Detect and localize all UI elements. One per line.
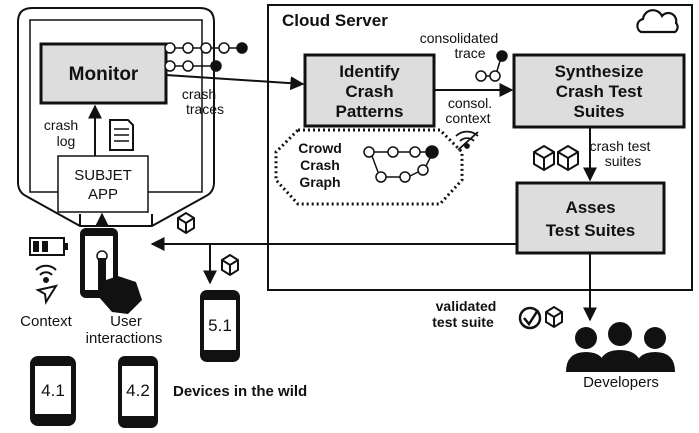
- validated-line2: test suite: [432, 314, 494, 330]
- identify-line3: Patterns: [335, 102, 403, 121]
- subject-app-line2: APP: [88, 186, 118, 203]
- package-icon: [177, 211, 239, 277]
- crash-traces-line2: traces: [186, 101, 224, 117]
- consol-context-line2: context: [445, 110, 490, 126]
- document-icon: [109, 119, 134, 151]
- subject-app-box: SUBJET APP: [57, 155, 149, 213]
- subject-app-line1: SUBJET: [74, 167, 132, 184]
- device-5-1-label: 5.1: [208, 316, 232, 335]
- check-circle-icon: [518, 306, 542, 330]
- trace-graph-monitor: [164, 42, 248, 72]
- device-4-1-label: 4.1: [41, 381, 65, 400]
- consolidated-trace-graph: [475, 50, 508, 82]
- monitor-box: Monitor: [39, 42, 168, 105]
- crash-log-line2: log: [57, 133, 76, 149]
- identify-box: Identify Crash Patterns: [303, 53, 436, 128]
- synthesize-line1: Synthesize: [555, 62, 644, 81]
- crowd-graph-line1: Crowd: [298, 140, 342, 156]
- assess-line2: Test Suites: [546, 221, 635, 240]
- crash-test-suites-line2: suites: [605, 153, 642, 169]
- consolidated-line1: consolidated: [420, 30, 499, 46]
- crowd-graph-line3: Graph: [299, 174, 340, 190]
- package-icons: [533, 144, 579, 172]
- battery-icon: [29, 237, 68, 256]
- device-4-1: 4.1: [30, 356, 76, 426]
- synthesize-line2: Crash Test: [556, 82, 643, 101]
- package-icon-validated: [545, 305, 563, 329]
- device-4-2-label: 4.2: [126, 381, 150, 400]
- crash-traces-arrow: [165, 74, 305, 91]
- device-4-2: 4.2: [118, 356, 158, 428]
- wifi-icon: [35, 264, 57, 283]
- identify-line2: Crash: [345, 82, 393, 101]
- synthesize-box: Synthesize Crash Test Suites: [512, 53, 686, 129]
- crowd-crash-graph: Crowd Crash Graph: [274, 128, 464, 206]
- developers-label: Developers: [583, 374, 659, 391]
- identify-line1: Identify: [339, 62, 400, 81]
- crash-traces-line1: crash: [182, 86, 216, 102]
- synthesize-line3: Suites: [573, 102, 624, 121]
- consol-context-line1: consol.: [448, 95, 492, 111]
- devices-caption: Devices in the wild: [173, 383, 307, 400]
- cloud-server: Cloud Server: [267, 4, 693, 291]
- validated-line1: validated: [436, 298, 497, 314]
- touch-phone: [80, 228, 142, 314]
- crowd-graph-line2: Crash: [300, 157, 340, 173]
- user-interactions-line1: User: [110, 313, 142, 330]
- user-interactions-line2: interactions: [86, 330, 163, 347]
- assess-line1: Asses: [565, 198, 615, 217]
- cloud-server-title: Cloud Server: [282, 11, 388, 30]
- assess-box: Asses Test Suites: [515, 181, 666, 255]
- developers-icon: [566, 322, 675, 372]
- location-icon: [35, 284, 59, 305]
- device-5-1: 5.1: [200, 290, 240, 362]
- crash-test-suites-line1: crash test: [590, 138, 651, 154]
- consolidated-line2: trace: [454, 45, 485, 61]
- crash-log-line1: crash: [44, 117, 78, 133]
- cloud-icon: [636, 9, 679, 34]
- wifi-off-icon: [455, 130, 479, 151]
- monitor-label: Monitor: [69, 64, 139, 85]
- context-label: Context: [20, 313, 73, 330]
